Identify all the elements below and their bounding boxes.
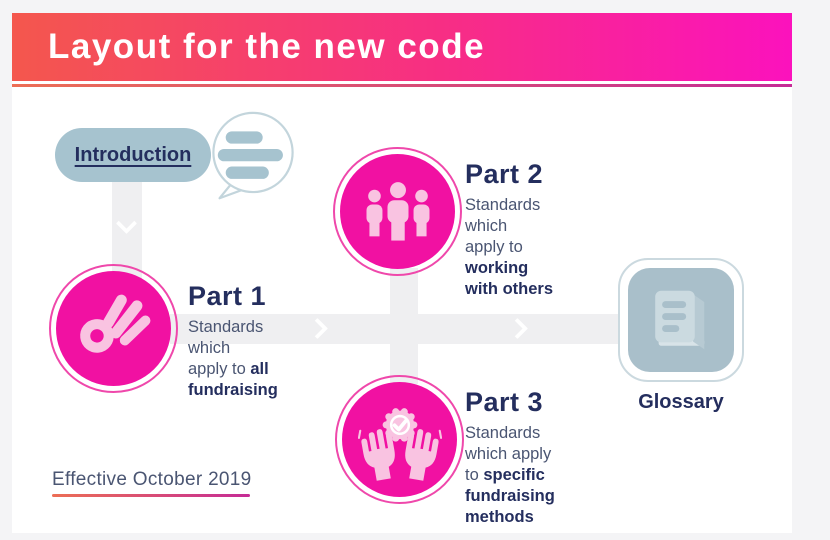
- part-description-normal: Standards which apply to: [188, 318, 264, 379]
- header-underline-rule: [12, 84, 792, 87]
- part1-text: Part 1 Standards which apply to all fund…: [188, 281, 310, 401]
- part2-circle: [340, 154, 455, 269]
- part-description-normal: Standards which apply to: [465, 196, 541, 257]
- part1-badge: [49, 264, 178, 393]
- effective-date-note: Effective October 2019: [52, 469, 252, 490]
- glossary-tile: [618, 258, 744, 382]
- part-description-bold: all fundraising: [188, 360, 278, 400]
- ok-hand-icon: [79, 294, 150, 353]
- effective-date-underline: [52, 494, 250, 497]
- part-description-normal: Standards which apply to: [465, 424, 552, 485]
- part-description: Standards which apply to working with ot…: [465, 195, 587, 301]
- glossary-label: Glossary: [638, 391, 724, 413]
- page-title: Layout for the new code: [48, 27, 486, 66]
- part-title: Part 1: [188, 281, 267, 311]
- flow-connector-vertical-parts: [390, 268, 418, 384]
- part3-text: Part 3 Standards which apply to specific…: [465, 387, 587, 529]
- part-description-bold: specific fundraising methods: [465, 466, 555, 527]
- part1-circle: [56, 271, 171, 386]
- part-description: Standards which apply to all fundraising: [188, 317, 310, 401]
- header-banner: Layout for the new code: [12, 13, 792, 81]
- part-title: Part 2: [465, 159, 544, 189]
- slide: Layout for the new code Introduction: [12, 13, 792, 533]
- part-description-bold: working with others: [465, 259, 554, 299]
- part2-badge: [333, 147, 462, 276]
- part3-badge: [335, 375, 464, 504]
- book-icon: [655, 290, 705, 350]
- part-title: Part 3: [465, 387, 544, 417]
- speech-bubble-icon: [212, 111, 294, 200]
- part2-text: Part 2 Standards which apply to working …: [465, 159, 587, 301]
- introduction-label: Introduction: [74, 143, 192, 166]
- introduction-pill: Introduction: [55, 128, 211, 182]
- glossary-tile-inner: [628, 268, 734, 372]
- people-icon: [366, 181, 429, 241]
- part3-circle: [342, 382, 457, 497]
- hands-badge-icon: [357, 407, 442, 482]
- part-description: Standards which apply to specific fundra…: [465, 423, 587, 529]
